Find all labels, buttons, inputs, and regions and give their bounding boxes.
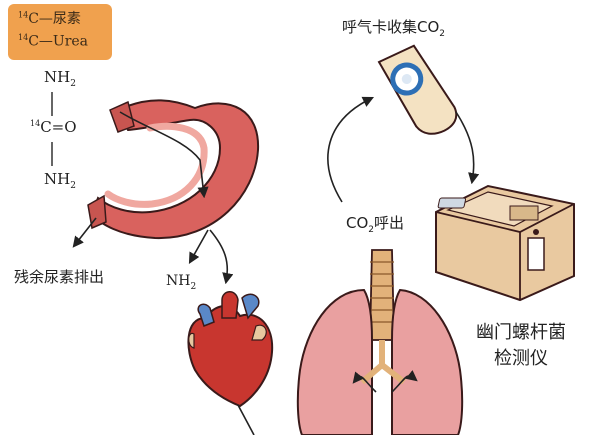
formula-carbonyl: 14C=O [30, 118, 77, 136]
arrow-to-heart [209, 229, 234, 285]
breath-card-illustration [377, 44, 458, 135]
formula-nh2-top: NH2 [44, 68, 76, 89]
arrow-co2-to-card [327, 96, 375, 203]
formula-nh2-bottom: NH2 [44, 170, 76, 191]
device-label-line2: 检测仪 [494, 348, 548, 369]
arrow-urea-into-stomach [119, 111, 209, 199]
arrow-card-to-device [455, 111, 480, 185]
heart-illustration [187, 291, 274, 435]
co2-exhale-label: CO2呼出 [346, 214, 405, 235]
urea-label-badge: 14C—尿素 14C—Urea [8, 4, 112, 60]
stomach-illustration [87, 99, 260, 240]
residual-urea-label: 残余尿素排出 [14, 268, 105, 286]
arrow-residual-urea [72, 217, 97, 248]
exhale-card-collect-label: 呼气卡收集CO2 [342, 18, 446, 39]
device-label-line1: 幽门螺杆菌 [476, 322, 566, 343]
lungs-illustration [296, 249, 464, 435]
detector-device-illustration [435, 184, 575, 302]
arrow-to-nh2 [188, 229, 209, 264]
arrow-lung-left [352, 371, 377, 393]
badge-line-chinese: 14C—尿素 [18, 10, 81, 27]
arrow-lung-right [391, 370, 418, 393]
nh2-label: NH2 [166, 273, 197, 292]
badge-line-english: 14C—Urea [18, 33, 89, 50]
